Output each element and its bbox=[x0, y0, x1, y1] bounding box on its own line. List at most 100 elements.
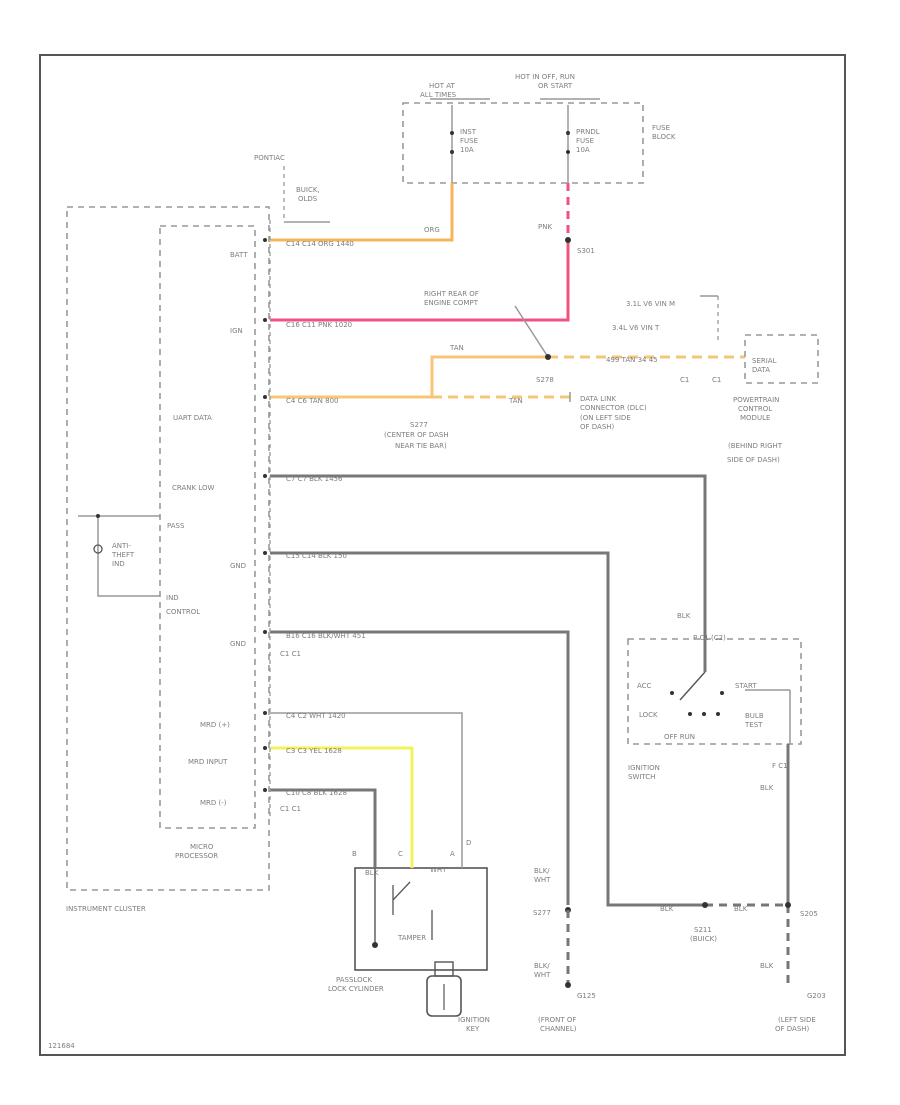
dlc-description: DATA LINK CONNECTOR (DLC) (ON LEFT SIDE … bbox=[580, 395, 647, 431]
svg-text:GND: GND bbox=[230, 640, 246, 648]
svg-text:IND: IND bbox=[112, 560, 125, 568]
pcm-c1-label-a: C1 bbox=[680, 376, 689, 384]
gnd2-connector-label: C1 C1 bbox=[280, 650, 301, 658]
svg-text:(CENTER OF DASH: (CENTER OF DASH bbox=[384, 431, 449, 439]
left-side-dash-label: (LEFT SIDE OF DASH) bbox=[775, 1016, 816, 1033]
hot-in-off-label: HOT IN OFF, RUN OR START bbox=[515, 73, 575, 90]
svg-text:10A: 10A bbox=[576, 146, 590, 154]
pcm-description: POWERTRAIN CONTROL MODULE (BEHIND RIGHT … bbox=[727, 396, 783, 464]
svg-text:GND: GND bbox=[230, 562, 246, 570]
v6-option-labels: 3.1L V6 VIN M 3.4L V6 VIN T bbox=[612, 300, 675, 332]
svg-text:B: B bbox=[352, 850, 357, 858]
pcm-box bbox=[744, 334, 819, 384]
svg-text:ALL TIMES: ALL TIMES bbox=[420, 91, 457, 99]
tan-seg-label: TAN bbox=[449, 344, 464, 352]
ignition-switch-label: IGNITION SWITCH bbox=[628, 764, 660, 781]
crank-wire-label: C7 C7 BLK 1456 bbox=[286, 475, 343, 483]
s278-label: S278 bbox=[536, 376, 554, 384]
blk-s205-label: BLK bbox=[760, 784, 774, 792]
hot-at-all-times-label: HOT AT ALL TIMES bbox=[420, 82, 457, 99]
ignition-switch-connector-label: P C1 (C2) bbox=[693, 634, 726, 642]
prndl-fuse: PRNDL FUSE 10A bbox=[566, 105, 600, 183]
svg-text:(LEFT SIDE: (LEFT SIDE bbox=[778, 1016, 816, 1024]
svg-text:NEAR TIE BAR): NEAR TIE BAR) bbox=[395, 442, 447, 450]
batt-wire-label: C14 C14 ORG 1440 bbox=[286, 240, 354, 248]
svg-text:MRD INPUT: MRD INPUT bbox=[188, 758, 228, 766]
svg-text:OR START: OR START bbox=[538, 82, 573, 90]
mrd-plus-wire-label: C4 C2 WHT 1420 bbox=[286, 712, 346, 720]
ignition-switch-blk-label: BLK bbox=[677, 612, 691, 620]
svg-text:PRNDL: PRNDL bbox=[576, 128, 600, 136]
s301-label: S301 bbox=[577, 247, 595, 255]
gnd2-wire bbox=[270, 630, 570, 905]
blk-wht-label-a: BLK/ WHT bbox=[534, 867, 551, 884]
svg-text:UART DATA: UART DATA bbox=[173, 414, 212, 422]
figure-id: 121684 bbox=[48, 1042, 75, 1050]
micro-processor-outline bbox=[159, 225, 256, 829]
svg-text:3.1L V6 VIN M: 3.1L V6 VIN M bbox=[626, 300, 675, 308]
svg-text:BUICK,: BUICK, bbox=[296, 186, 320, 194]
blk-g203-label: BLK bbox=[760, 962, 774, 970]
svg-text:HOT AT: HOT AT bbox=[429, 82, 456, 90]
pontiac-buick-labels: PONTIAC BUICK, OLDS bbox=[254, 154, 330, 223]
micro-processor-label: MICRO PROCESSOR bbox=[175, 843, 218, 860]
gnd2-wire-label: B16 C16 BLK/WHT 451 bbox=[286, 632, 366, 640]
uart-wire-label: C4 C6 TAN 800 bbox=[286, 397, 338, 405]
right-rear-engine-label: RIGHT REAR OF ENGINE COMPT bbox=[424, 290, 479, 307]
svg-text:LOCK CYLINDER: LOCK CYLINDER bbox=[328, 985, 384, 993]
mrd-minus-wire bbox=[270, 788, 377, 840]
svg-text:FUSE: FUSE bbox=[460, 137, 478, 145]
fuse-block-label: FUSE BLOCK bbox=[652, 124, 676, 141]
svg-text:KEY: KEY bbox=[466, 1025, 480, 1033]
svg-text:SERIAL: SERIAL bbox=[752, 357, 777, 365]
svg-text:ANTI-: ANTI- bbox=[112, 542, 131, 550]
mrd-input-wire bbox=[270, 746, 414, 840]
svg-text:IND: IND bbox=[166, 594, 179, 602]
g125-label: G125 bbox=[577, 992, 596, 1000]
cluster-pin-labels: BATT IGN UART DATA CRANK LOW PASS GND IN… bbox=[166, 251, 248, 807]
svg-text:BLK/: BLK/ bbox=[534, 867, 550, 875]
svg-text:TAMPER: TAMPER bbox=[397, 934, 426, 942]
gnd1-wire bbox=[270, 551, 705, 907]
tan-dlc-label: TAN bbox=[508, 397, 523, 405]
s301-splice bbox=[565, 237, 571, 243]
g203-label: G203 bbox=[807, 992, 826, 1000]
passlock-wht-label: WHT bbox=[430, 866, 447, 874]
svg-text:MRD (-): MRD (-) bbox=[200, 799, 227, 807]
svg-text:PONTIAC: PONTIAC bbox=[254, 154, 285, 162]
svg-text:CRANK LOW: CRANK LOW bbox=[172, 484, 214, 492]
ign-wire-label: C16 C11 PNK 1020 bbox=[286, 321, 352, 329]
svg-text:10A: 10A bbox=[460, 146, 474, 154]
svg-text:ACC: ACC bbox=[637, 682, 652, 690]
blk-s211-label: BLK bbox=[660, 905, 674, 913]
gnd1-wire-label: C15 C14 BLK 150 bbox=[286, 552, 347, 560]
svg-text:OF DASH): OF DASH) bbox=[775, 1025, 810, 1033]
s211-splice bbox=[702, 902, 708, 908]
svg-text:PASS: PASS bbox=[167, 522, 185, 530]
svg-text:SWITCH: SWITCH bbox=[628, 773, 655, 781]
mrd-plus-wire bbox=[270, 712, 463, 840]
front-of-dash-label: (FRONT OF CHANNEL) bbox=[538, 1016, 577, 1033]
g125-ground bbox=[565, 982, 571, 988]
svg-text:MODULE: MODULE bbox=[740, 414, 770, 422]
uart-wire bbox=[270, 355, 548, 399]
blk-s211-label-b: BLK bbox=[734, 905, 748, 913]
org-label: ORG bbox=[424, 226, 440, 234]
svg-text:C: C bbox=[398, 850, 403, 858]
pcm-c1-label-b: C1 bbox=[712, 376, 721, 384]
ignition-switch-internals: ACC START LOCK BULB TEST OFF RUN bbox=[637, 671, 791, 744]
mrd-minus-wire-label: C10 C8 BLK 1628 bbox=[286, 789, 347, 797]
svg-text:RIGHT REAR OF: RIGHT REAR OF bbox=[424, 290, 479, 298]
svg-text:S277: S277 bbox=[410, 421, 428, 429]
passlock-label: PASSLOCK LOCK CYLINDER bbox=[328, 976, 384, 993]
passlock-blk-label: BLK bbox=[365, 869, 379, 877]
right-rear-leader bbox=[514, 305, 549, 358]
svg-text:BULB: BULB bbox=[745, 712, 764, 720]
svg-text:OFF RUN: OFF RUN bbox=[664, 733, 695, 741]
svg-text:D: D bbox=[466, 839, 471, 847]
svg-text:(ON LEFT SIDE: (ON LEFT SIDE bbox=[580, 414, 631, 422]
pcm-wire-label: 499 TAN 34 45 bbox=[606, 356, 658, 364]
svg-text:DATA: DATA bbox=[752, 366, 770, 374]
